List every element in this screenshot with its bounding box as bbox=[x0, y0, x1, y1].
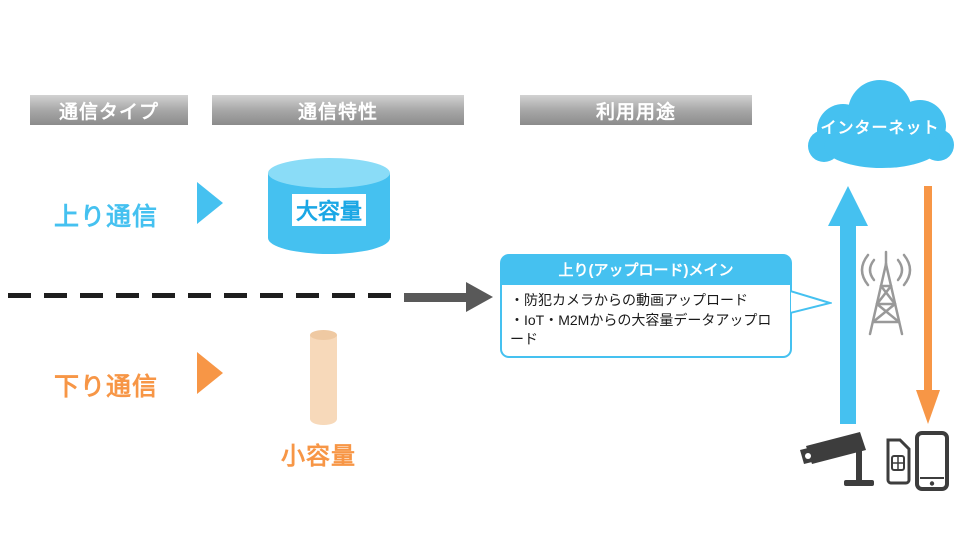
threshold-dashed-line bbox=[8, 293, 402, 298]
large-capacity-label: 大容量 bbox=[291, 194, 367, 226]
large-cylinder-icon: 大容量 bbox=[268, 158, 390, 254]
small-capacity-label: 小容量 bbox=[281, 443, 356, 470]
header-usage: 利用用途 bbox=[520, 95, 752, 125]
upload-arrow-head bbox=[828, 186, 868, 226]
internet-cloud-icon: インターネット bbox=[798, 70, 960, 174]
callout-arrow-icon bbox=[466, 282, 493, 312]
download-arrow-head bbox=[916, 390, 940, 424]
upstream-label: 上り通信 bbox=[54, 203, 159, 231]
smartphone-icon bbox=[915, 431, 949, 491]
downstream-arrow-icon bbox=[197, 352, 223, 394]
small-cylinder-icon bbox=[310, 330, 337, 425]
callout-bullet-2: ・IoT・M2Mからの大容量データアップロード bbox=[510, 311, 772, 348]
callout-arrow-shaft bbox=[404, 293, 466, 302]
internet-label: インターネット bbox=[820, 120, 940, 137]
security-camera-icon bbox=[800, 432, 874, 486]
header-comm-type: 通信タイプ bbox=[30, 95, 188, 125]
upstream-arrow-icon bbox=[197, 182, 223, 224]
download-arrow-shaft bbox=[924, 186, 932, 390]
upload-callout: 上り(アップロード)メイン ・防犯カメラからの動画アップロード ・IoT・M2M… bbox=[500, 254, 832, 358]
header-comm-characteristics: 通信特性 bbox=[212, 95, 464, 125]
small-cylinder-top bbox=[310, 330, 337, 340]
callout-tail-icon bbox=[790, 289, 832, 315]
downstream-label: 下り通信 bbox=[54, 373, 159, 401]
upload-flow-arrow bbox=[828, 186, 868, 424]
large-cylinder-top bbox=[268, 158, 390, 188]
sim-card-icon bbox=[886, 438, 911, 485]
callout-title: 上り(アップロード)メイン bbox=[500, 254, 792, 285]
small-cylinder-body bbox=[310, 335, 337, 425]
cloud-shape bbox=[808, 80, 954, 168]
upload-arrow-shaft bbox=[840, 224, 856, 424]
callout-bullet-1: ・防犯カメラからの動画アップロード bbox=[510, 292, 748, 308]
download-flow-arrow bbox=[916, 186, 940, 424]
callout-body: ・防犯カメラからの動画アップロード ・IoT・M2Mからの大容量データアップロー… bbox=[500, 285, 792, 358]
radio-tower-icon bbox=[860, 250, 912, 336]
